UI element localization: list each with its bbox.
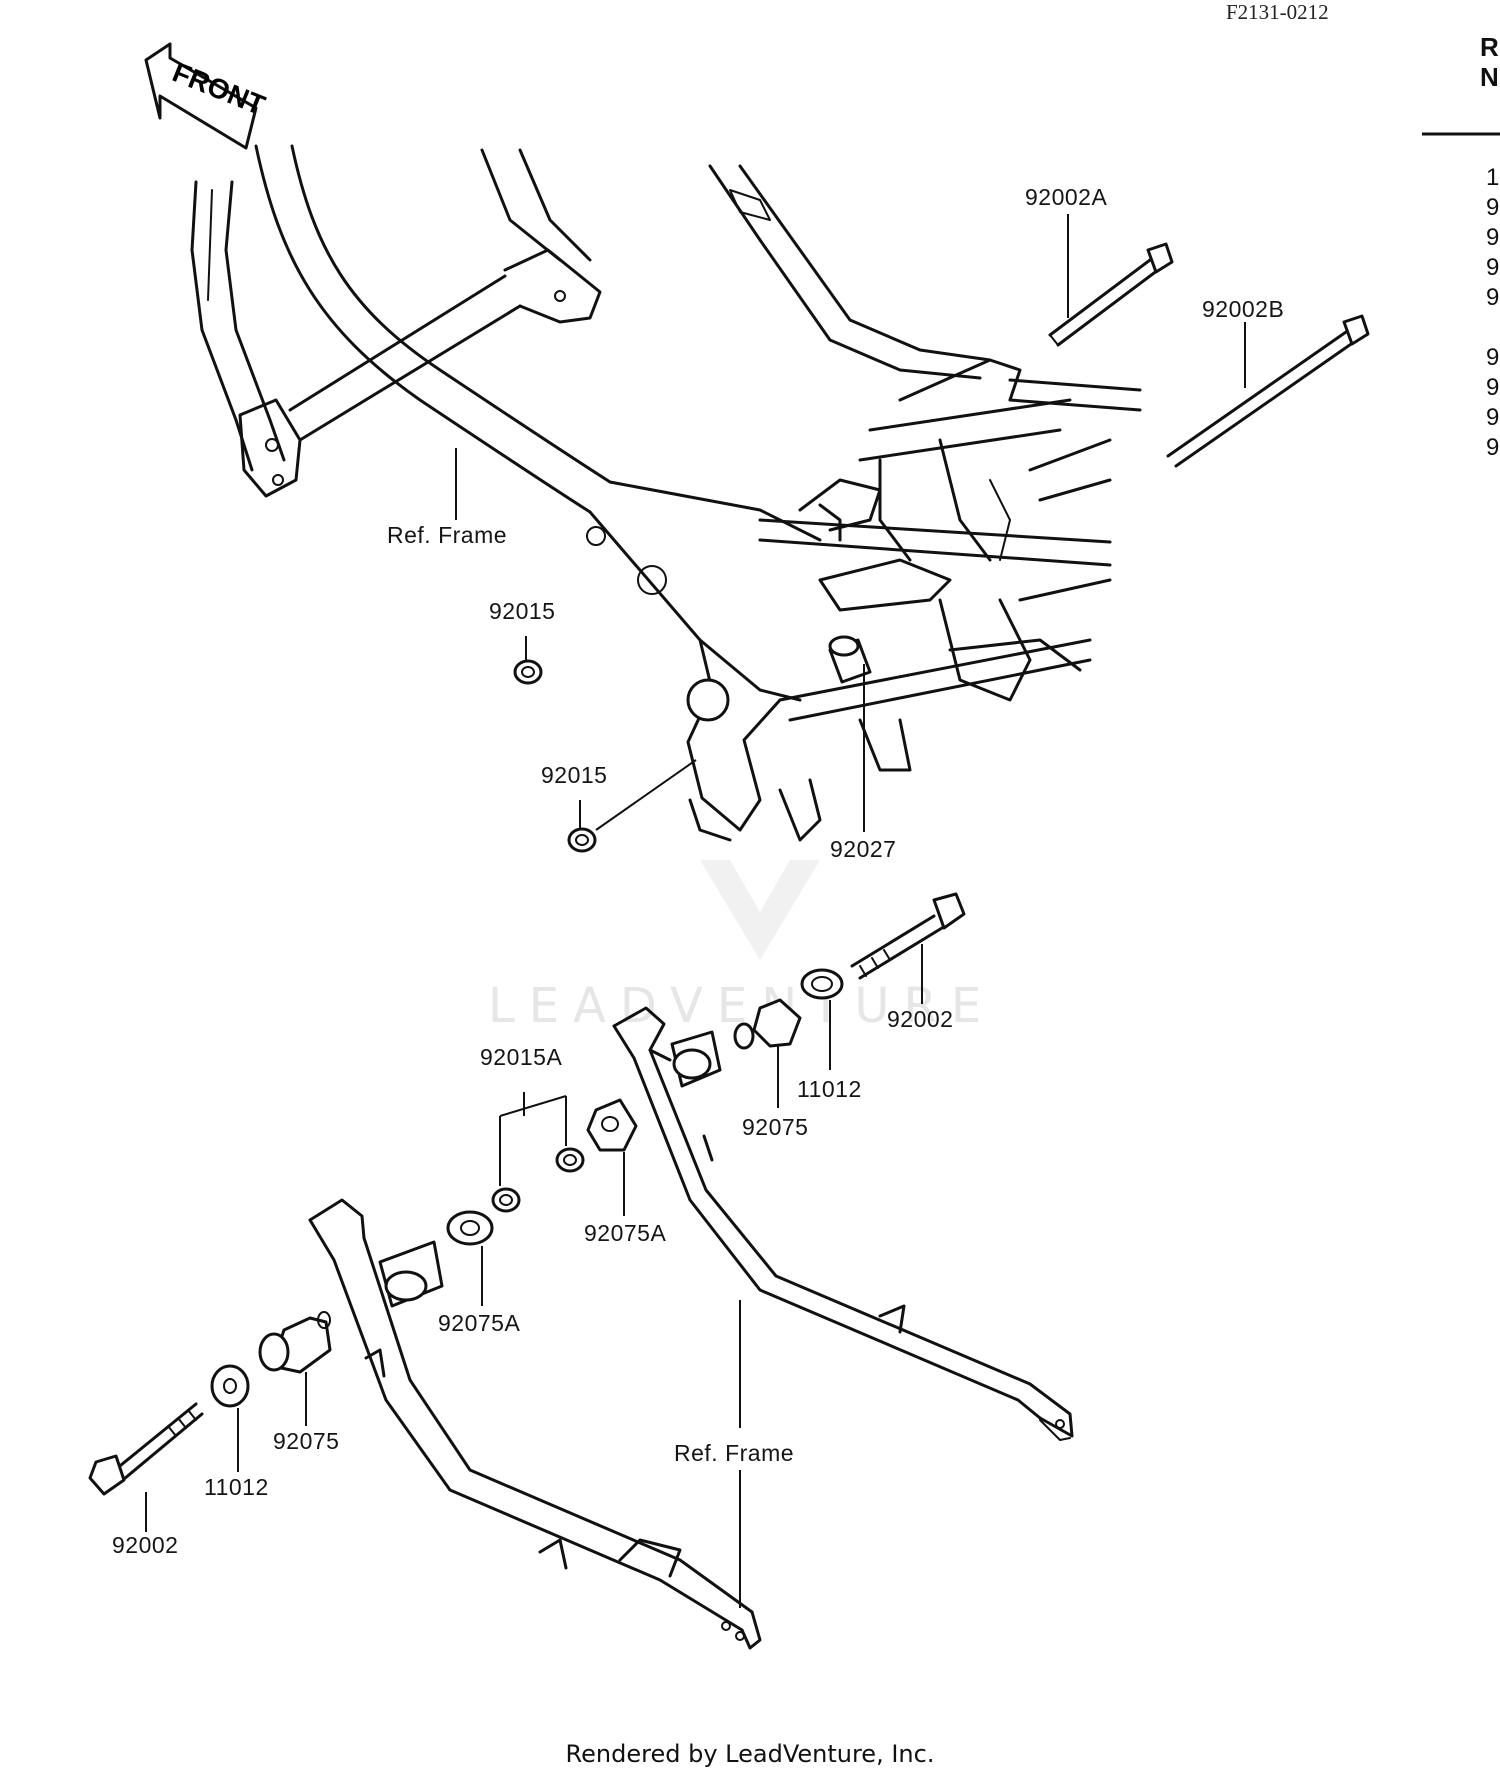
callout-ref-frame-top: Ref. Frame — [387, 522, 508, 548]
part-92027-collar — [828, 635, 872, 684]
part-11012-washer-right — [800, 968, 844, 1000]
leader-lines — [145, 214, 1246, 1608]
callout-92075-right: 92075 — [742, 1114, 809, 1140]
side-column-digit: 9 — [1486, 404, 1500, 431]
callout-ref-frame-bottom: Ref. Frame — [674, 1440, 795, 1466]
callout-92075A-right: 92075A — [584, 1220, 667, 1246]
side-column-digit: 9 — [1486, 434, 1500, 461]
part-11012-washer-left — [210, 1364, 250, 1408]
side-column-digit: 9 — [1486, 254, 1500, 281]
part-92075-bushing-right — [733, 998, 802, 1050]
part-92075A-bushing-right — [586, 1098, 638, 1152]
callout-92002A: 92002A — [1025, 184, 1108, 210]
side-column-digit: 9 — [1486, 284, 1500, 311]
callout-92015-lower: 92015 — [541, 762, 608, 788]
figure-reference-code: F2131-0212 — [1226, 0, 1329, 24]
side-column-digit: 9 — [1486, 194, 1500, 221]
part-92075A-bushing-left — [446, 1210, 494, 1246]
callout-11012-right: 11012 — [797, 1076, 862, 1102]
callout-92002-left: 92002 — [112, 1532, 179, 1558]
side-column-digit: 9 — [1486, 374, 1500, 401]
lower-right-rail-drawing — [612, 1006, 1074, 1441]
watermark-logo — [700, 860, 820, 960]
side-column-digit: 1 — [1486, 164, 1500, 191]
part-92015-nut-upper — [513, 659, 543, 685]
side-column-digit: 9 — [1486, 344, 1500, 371]
callout-92002B: 92002B — [1202, 296, 1285, 322]
callout-92075A-left: 92075A — [438, 1310, 521, 1336]
part-92002A-bolt — [1048, 242, 1174, 347]
part-92002-bolt-left — [88, 1402, 204, 1496]
callout-92015-upper: 92015 — [489, 598, 556, 624]
callout-11012-left: 11012 — [204, 1474, 269, 1500]
main-frame-drawing — [190, 144, 1142, 842]
side-column-header-1: R — [1480, 32, 1499, 62]
callout-92015A: 92015A — [480, 1044, 563, 1070]
part-92015A-nut-lower — [491, 1187, 521, 1213]
lower-left-rail-drawing — [308, 1198, 762, 1650]
side-column-digit: 9 — [1486, 224, 1500, 251]
front-arrow-icon: FRONT — [144, 42, 269, 150]
callout-92027: 92027 — [830, 836, 897, 862]
part-92015-nut-lower — [567, 827, 597, 853]
part-92002B-bolt — [1166, 314, 1370, 468]
side-column-header-2: N — [1480, 62, 1499, 92]
callout-92002-right: 92002 — [887, 1006, 954, 1032]
watermark: LEADVENTURE — [488, 978, 996, 1034]
part-92075-bushing-left — [258, 1311, 332, 1374]
part-92015A-nut-upper — [555, 1147, 585, 1173]
footer-credit: Rendered by LeadVenture, Inc. — [565, 1740, 935, 1768]
part-92002-bolt-right — [850, 892, 966, 980]
callout-92075-left: 92075 — [273, 1428, 340, 1454]
